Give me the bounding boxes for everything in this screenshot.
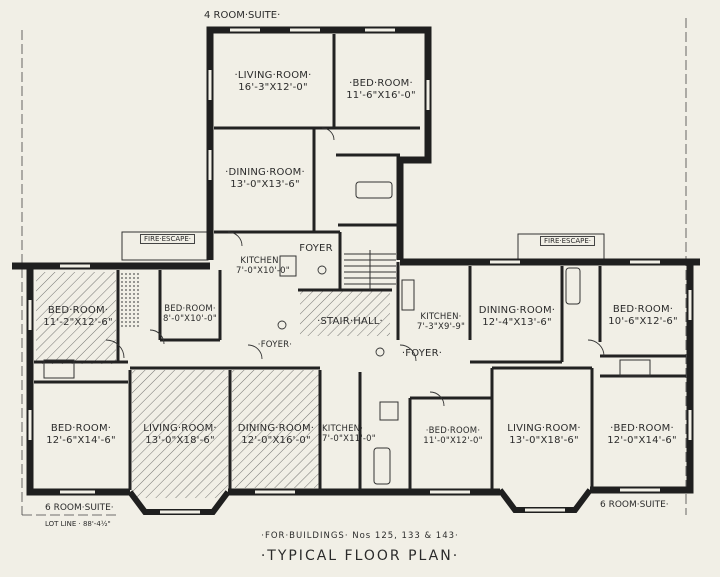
- window-marks: [28, 28, 692, 514]
- room-label: DINING·ROOM·12'-4"X13'-6": [478, 305, 556, 328]
- room-label: KITCHEN·7'-3"X9'-9": [416, 312, 466, 332]
- door-swings: [105, 127, 605, 407]
- suite-label-bottom-left: 6 ROOM·SUITE·: [45, 503, 114, 513]
- room-label: KITCHEN·7'-0"X11'-0": [322, 424, 376, 444]
- fire-escape-label-left: FIRE·ESCAPE·: [140, 234, 196, 244]
- room-label: ·BED·ROOM·11'-6"X16'-0": [346, 78, 416, 101]
- suite-label-top: 4 ROOM·SUITE·: [204, 10, 281, 21]
- room-label: ·LIVING·ROOM·16'-3"X12'-0": [234, 70, 312, 93]
- room-label: BED·ROOM·11'-2"X12'-6": [43, 305, 113, 328]
- fixtures: [43, 181, 651, 485]
- room-label: ·BED·ROOM·12'-0"X14'-6": [607, 423, 677, 446]
- room-label: BED·ROOM·10'-6"X12'-6": [608, 304, 678, 327]
- interior-walls: [34, 34, 686, 490]
- room-label: BED·ROOM·12'-6"X14'-6": [46, 423, 116, 446]
- room-label: BED·ROOM·8'-0"X10'-0": [163, 304, 217, 324]
- lot-line-label: LOT LINE · 88'-4½": [45, 520, 111, 528]
- suite-label-bottom-right: 6 ROOM·SUITE·: [600, 500, 669, 510]
- room-label: ·BED·ROOM·11'-0"X12'-0": [423, 426, 483, 446]
- stairs: [344, 250, 396, 290]
- fire-escape-label-right: FIRE·ESCAPE·: [540, 236, 596, 246]
- lot-lines: [21, 18, 687, 516]
- plan-title: ·TYPICAL FLOOR PLAN·: [260, 548, 460, 564]
- room-label: DINING·ROOM·12'-0"X16'-0": [237, 423, 315, 446]
- room-label: KITCHEN·7'-0"X10'-0": [236, 256, 290, 276]
- buildings-caption: ·FOR·BUILDINGS· Nos 125, 133 & 143·: [261, 531, 459, 541]
- room-label: ·FOYER·: [257, 340, 293, 350]
- room-label: FOYER: [299, 243, 333, 254]
- room-label: LIVING·ROOM·13'-0"X18'-6": [143, 423, 217, 446]
- room-label: ·STAIR·HALL·: [317, 316, 383, 327]
- room-label: ·DINING·ROOM·13'-0"X13'-6": [225, 167, 305, 190]
- hatched-floors: [36, 272, 390, 498]
- room-label: LIVING·ROOM·13'-0"X18'-6": [507, 423, 581, 446]
- room-label: ·FOYER·: [401, 348, 443, 359]
